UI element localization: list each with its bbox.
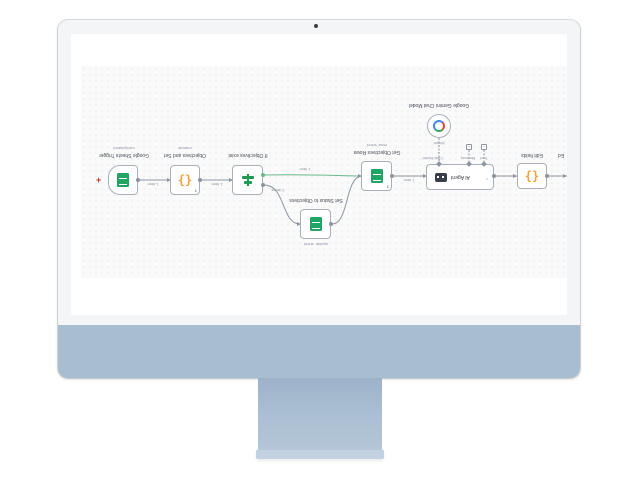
monitor-chin (58, 325, 580, 378)
output-handle[interactable] (545, 174, 549, 178)
add-memory-button[interactable]: + (466, 144, 472, 150)
node-gemini-chat-model[interactable] (427, 114, 451, 138)
node-sublabel-get: read: sheet (367, 143, 388, 148)
port-label-tool: Tool (480, 156, 488, 161)
output-handle[interactable] (198, 178, 202, 182)
add-trigger-icon[interactable]: + (96, 175, 102, 185)
node-label-update: Set Status to Objectives (289, 197, 343, 203)
edge-label-false: 0 items (271, 188, 285, 193)
google-sheets-icon (309, 217, 322, 231)
port-label-model: Chat Model (422, 156, 443, 161)
chevron-icon: ⌃ (485, 178, 490, 184)
connections (138, 138, 567, 225)
gemini-icon (433, 120, 445, 132)
arrow-into-end (563, 173, 567, 178)
edge-label-set: 1 item (211, 182, 223, 187)
output-handle[interactable] (390, 174, 394, 178)
node-google-sheets-trigger[interactable] (108, 165, 138, 195)
node-sublabel-update: update: sheet (303, 242, 329, 247)
screen: + Google Sheets Trigger rowUpdated 1 ite… (71, 34, 567, 315)
node-ai-agent[interactable]: AI Agent (426, 164, 494, 190)
braces-icon: {} (177, 173, 193, 187)
node-get-objectives-rows[interactable]: 1 (361, 161, 392, 191)
arrow-into-set (167, 177, 171, 182)
node-sublabel-trigger: rowUpdated (113, 146, 135, 151)
arrow-into-filter (229, 177, 233, 182)
edge-label-model: Model (433, 141, 445, 146)
node-if-objectives-exist[interactable] (232, 165, 263, 195)
run-count: 1 (194, 188, 197, 193)
node-label-agent: AI Agent (451, 174, 470, 180)
arrow-into-edit (513, 173, 517, 178)
monitor-stand (258, 378, 382, 454)
node-label-get: Get Objectives Rows (353, 149, 401, 155)
output-handle[interactable] (136, 178, 140, 182)
braces-icon: {} (524, 169, 540, 183)
edge-label-true: 1 item (299, 167, 311, 172)
node-objectives-set[interactable]: {} 1 (170, 165, 200, 195)
node-label-gemini: Google Gemini Chat Model (408, 102, 470, 108)
node-label-end: Ed (557, 152, 565, 158)
robot-icon (435, 172, 447, 182)
true-handle[interactable] (261, 173, 265, 177)
node-sublabel-set: manual (178, 146, 192, 151)
monitor: + Google Sheets Trigger rowUpdated 1 ite… (58, 20, 580, 378)
output-handle[interactable] (492, 174, 496, 178)
monitor-stand-base (256, 450, 384, 459)
edge-label-trigger: 1 item (147, 182, 159, 187)
node-label-set: Objectives and Set (164, 152, 206, 158)
arrow-into-update (297, 221, 301, 226)
node-label-trigger: Google Sheets Trigger (98, 152, 150, 158)
google-sheets-icon (370, 169, 383, 183)
edge-filter-true (263, 174, 362, 177)
camera (314, 24, 318, 28)
workflow-canvas[interactable]: + Google Sheets Trigger rowUpdated 1 ite… (81, 66, 567, 278)
add-tool-button[interactable]: + (481, 144, 487, 150)
arrow-into-agent (423, 173, 427, 178)
output-handle[interactable] (329, 222, 333, 226)
google-sheets-icon (117, 173, 129, 187)
filter-icon (241, 174, 254, 186)
edge-filter-false (263, 184, 301, 225)
arrow-into-get (358, 173, 362, 178)
port-label-memory: Memory (460, 156, 476, 161)
node-label-filter: If Objectives exist (228, 152, 268, 158)
false-handle[interactable] (261, 183, 265, 187)
edge-label-agent-in: 1 item (403, 178, 415, 183)
node-edit-fields[interactable]: {} (517, 163, 547, 189)
node-label-edit: Edit fields (521, 152, 543, 158)
run-count: 1 (386, 184, 389, 189)
node-set-status[interactable] (300, 209, 331, 239)
edge-update-to-get (331, 175, 362, 225)
